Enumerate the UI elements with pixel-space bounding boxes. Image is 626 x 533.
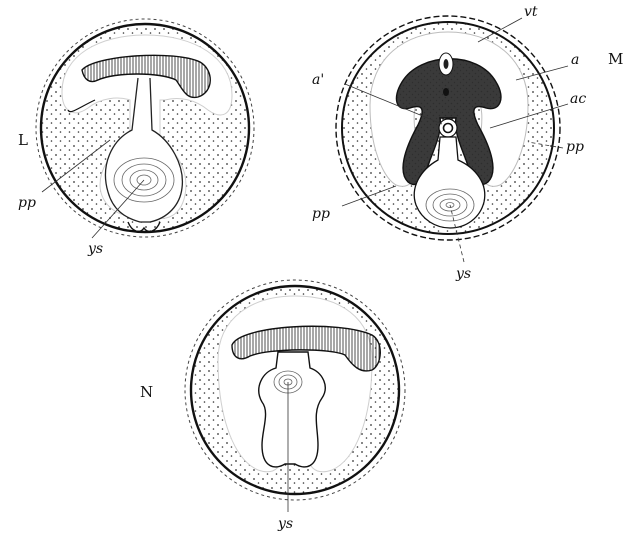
panel-label-l: L: [18, 131, 28, 149]
panel-n-label-ys: ys: [277, 516, 293, 532]
panel-l-label-ys: ys: [87, 241, 103, 257]
panel-m: M vt a a' ac pp pp ys: [312, 4, 623, 282]
panel-n: N ys: [140, 280, 405, 532]
panel-l: L pp ys: [18, 19, 254, 257]
panel-m-label-pp-left: pp: [312, 206, 330, 222]
panel-m-label-ac: ac: [570, 91, 586, 107]
panel-l-label-pp: pp: [18, 195, 36, 211]
panel-m-neural-canal: [444, 59, 449, 69]
panel-m-label-vt: vt: [524, 4, 538, 20]
panel-m-label-a-prime: a': [312, 72, 324, 88]
panel-label-n: N: [140, 383, 153, 401]
panel-m-label-pp-right: pp: [566, 139, 584, 155]
panel-m-notochord: [443, 88, 449, 96]
panel-label-m: M: [608, 50, 623, 68]
panel-m-gut-lumen: [444, 124, 453, 133]
panel-m-label-a: a: [571, 52, 579, 68]
panel-m-label-ys: ys: [455, 266, 471, 282]
